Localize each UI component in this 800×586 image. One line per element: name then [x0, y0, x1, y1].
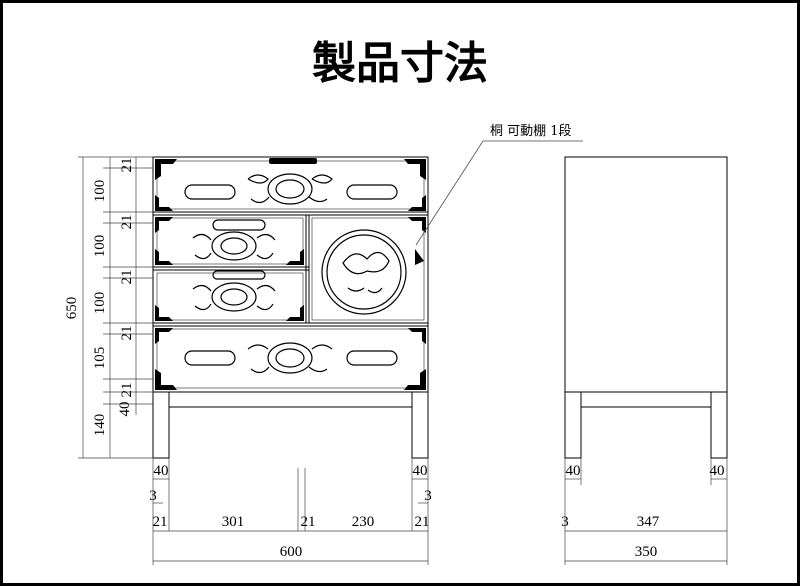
dimension-drawing: 製品寸法: [64, 38, 728, 565]
door-latch-marker: [415, 249, 424, 265]
dim-front-row3-3: 21: [301, 514, 316, 530]
dim-side-inset: 3: [561, 514, 569, 530]
dim-v-seg-3: 21: [119, 215, 135, 230]
dim-v-seg-11: 140: [92, 414, 108, 437]
side-right-leg: [710, 391, 728, 459]
dim-v-seg-5: 21: [119, 270, 135, 285]
dim-front-row3-5: 21: [415, 514, 430, 530]
door-medallion: [321, 229, 407, 315]
dim-side-total-depth: 350: [635, 544, 658, 560]
dim-front-inset-right: 3: [424, 488, 432, 504]
dim-front-row3-2: 301: [222, 514, 245, 530]
dim-front-row3-1: 21: [153, 514, 168, 530]
dim-v-seg-1: 21: [119, 158, 135, 173]
corner-fittings: [155, 159, 426, 390]
dim-front-row3-4: 230: [352, 514, 375, 530]
page-title: 製品寸法: [312, 38, 488, 89]
dim-side-inner: 347: [637, 514, 660, 530]
dim-front-leg-right: 40: [413, 463, 428, 479]
shelf-annotation-label: 桐 可動棚 1段: [490, 124, 572, 139]
front-right-leg: [411, 391, 429, 459]
shelf-annotation: 桐 可動棚 1段: [415, 124, 583, 246]
dim-front-inset-left: 3: [149, 488, 157, 504]
dim-side-leg-left: 40: [566, 463, 581, 479]
dim-v-seg-10: 21: [119, 383, 135, 398]
left-vertical-dimensions: 650 21 100 21 100 21 100 21 105 40 21 14…: [64, 156, 153, 459]
dim-v-seg-4: 100: [92, 235, 108, 258]
side-view: [564, 156, 728, 459]
front-body-outline: [152, 156, 429, 393]
dim-v-seg-6: 100: [92, 292, 108, 315]
dim-side-leg-right: 40: [710, 463, 725, 479]
dim-v-seg-8: 105: [92, 347, 108, 370]
drawing-sheet: 製品寸法: [3, 3, 797, 583]
dim-v-seg-2: 100: [92, 180, 108, 203]
front-left-leg: [152, 391, 170, 459]
front-view: [152, 156, 429, 459]
bottom-drawer-hardware: [184, 342, 398, 374]
dim-total-height: 650: [64, 297, 80, 320]
top-drawer-hardware: [184, 158, 398, 205]
side-body-outline: [564, 156, 728, 393]
dim-front-total-width: 600: [280, 544, 303, 560]
front-bottom-dimensions: 40 40 3 3 21 301 21 230 21 600: [149, 458, 432, 565]
dim-v-seg-7: 21: [119, 326, 135, 341]
dim-v-seg-9: 40: [117, 402, 133, 417]
side-bottom-dimensions: 40 40 3 347 350: [561, 458, 728, 565]
side-left-leg: [564, 391, 582, 459]
dim-front-leg-left: 40: [154, 463, 169, 479]
middle-drawer-hardware: [192, 219, 276, 312]
